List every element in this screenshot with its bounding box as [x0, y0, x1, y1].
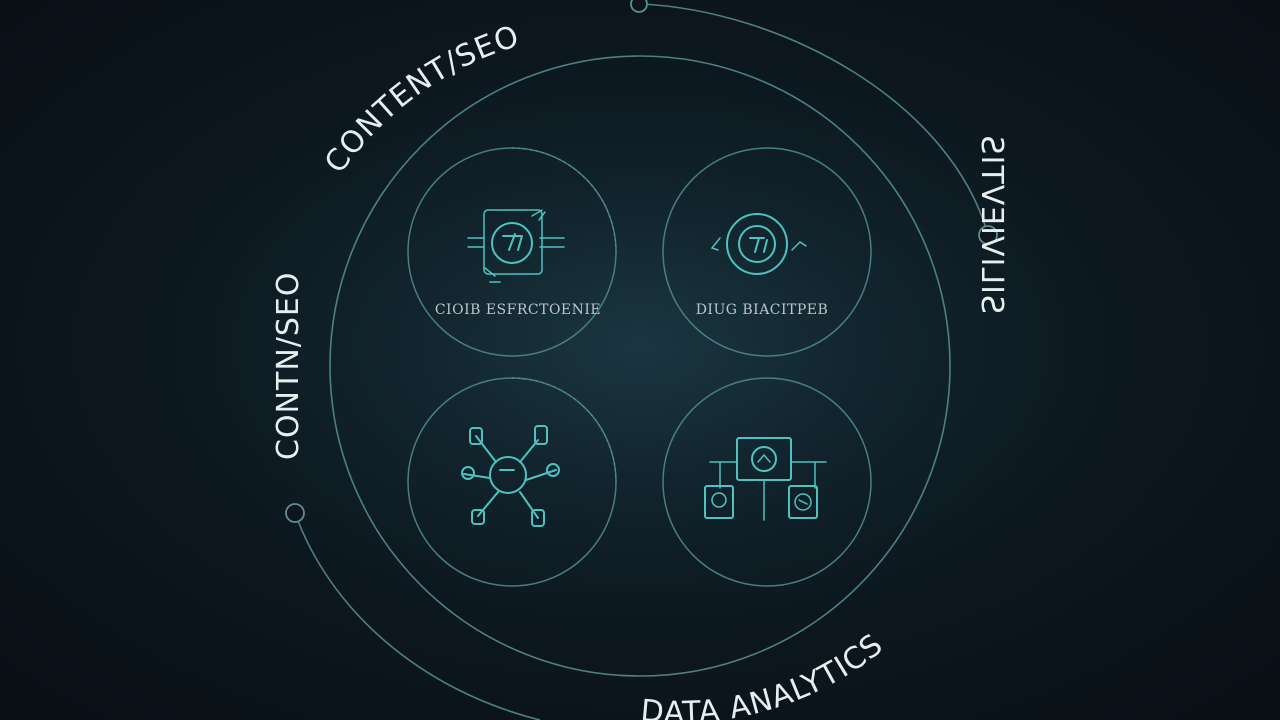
outer-arc-left	[294, 512, 541, 720]
node-caption: DIUG BIACITPEB	[696, 302, 829, 318]
target-refresh-icon	[467, 209, 565, 283]
label-right: SILIVIEVTIS	[974, 134, 1009, 314]
analytics-board-icon	[704, 437, 827, 521]
network-hub-icon	[461, 425, 560, 527]
arc-node-top	[630, 0, 648, 13]
node-bottom-right[interactable]	[662, 377, 872, 587]
node-bottom-left[interactable]	[407, 377, 617, 587]
target-cycle-icon	[710, 213, 807, 275]
main-ring	[329, 55, 951, 677]
node-top-right[interactable]: DIUG BIACITPEB	[662, 147, 872, 357]
node-caption: CIOIB ESFRCTOENIE	[435, 302, 601, 318]
outer-arc	[639, 3, 989, 236]
node-top-left[interactable]: CIOIB ESFRCTOENIE	[407, 147, 617, 357]
arc-node-right	[978, 225, 998, 245]
label-left: CONTN/SEO	[271, 272, 306, 461]
label-top-left: CONTENT/SEO	[318, 19, 524, 180]
arc-node-left	[285, 503, 305, 523]
